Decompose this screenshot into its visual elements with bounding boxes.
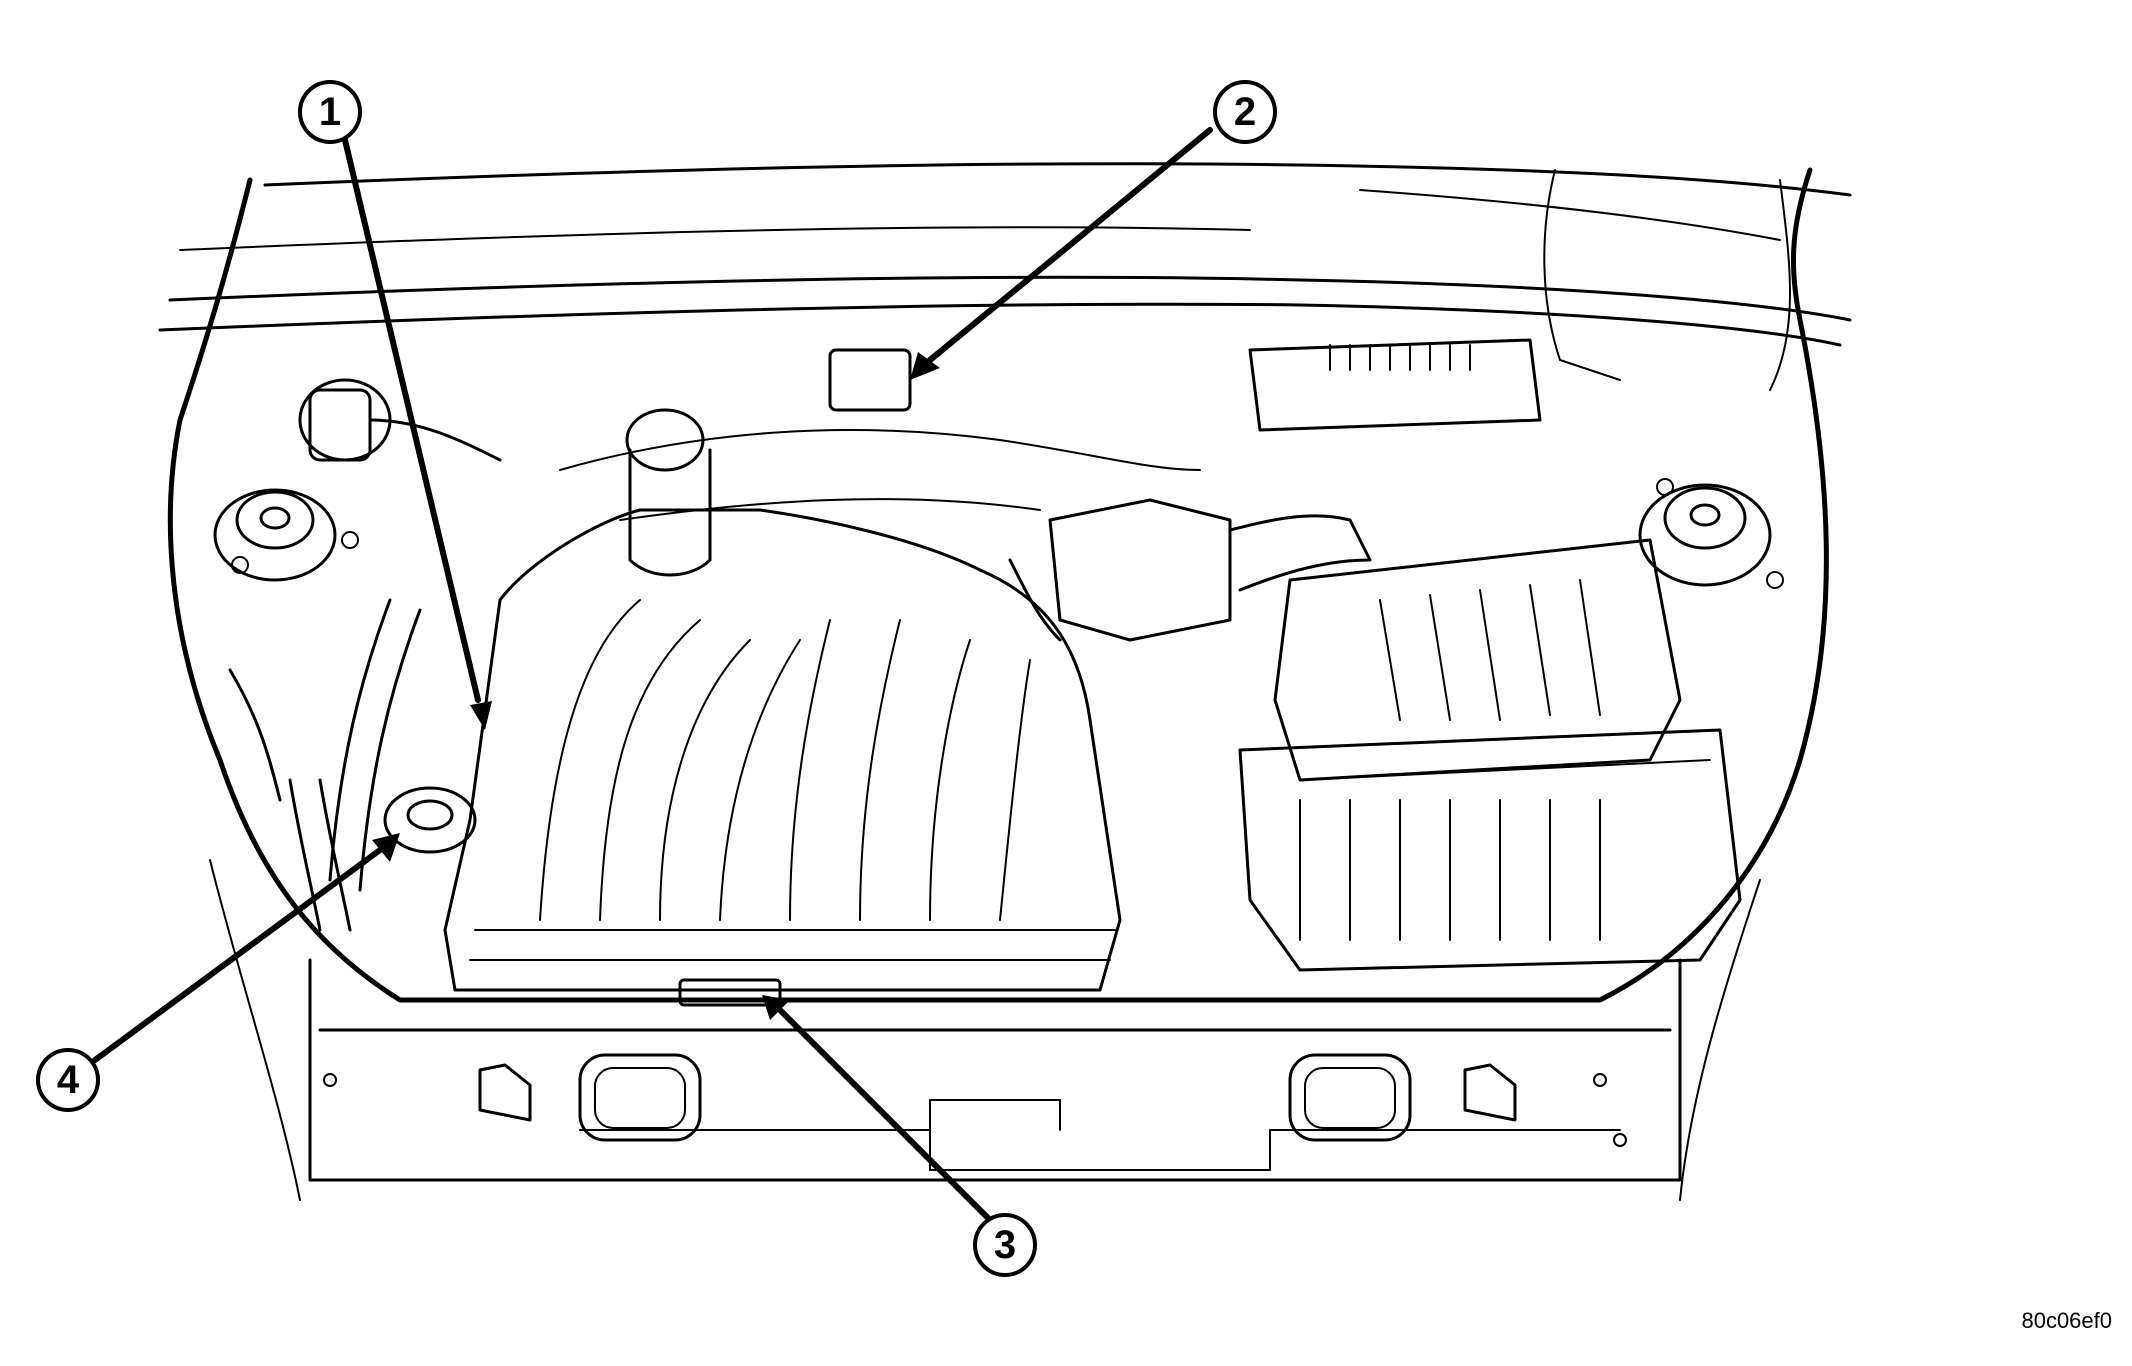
fluid-reservoir — [298, 378, 502, 462]
callout-1-number: 1 — [319, 90, 341, 134]
right-strut-tower — [1638, 478, 1784, 589]
callout-1: 1 — [298, 80, 492, 730]
engine-cover — [443, 508, 1122, 1007]
callout-2: 2 — [910, 80, 1277, 380]
radiator-support — [209, 859, 1761, 1201]
pcm-module — [1248, 338, 1542, 432]
left-strut-tower — [213, 488, 359, 582]
figure-code-label: 80c06ef0 — [2021, 1308, 2112, 1333]
radiator-cap — [383, 786, 477, 854]
throttle-body-and-intake-tube — [1008, 498, 1372, 642]
callout-4-number: 4 — [57, 1058, 80, 1102]
callout-2-number: 2 — [1234, 90, 1256, 134]
callout-4: 4 — [36, 833, 400, 1112]
callout-3-number: 3 — [994, 1223, 1016, 1267]
hood-opening-outline — [158, 162, 1852, 1003]
wiring-harness — [559, 169, 1791, 521]
coolant-reservoir — [625, 408, 712, 577]
radiator-hoses — [228, 598, 422, 932]
callout-3: 3 — [762, 995, 1037, 1277]
air-cleaner-housing — [1238, 538, 1742, 972]
